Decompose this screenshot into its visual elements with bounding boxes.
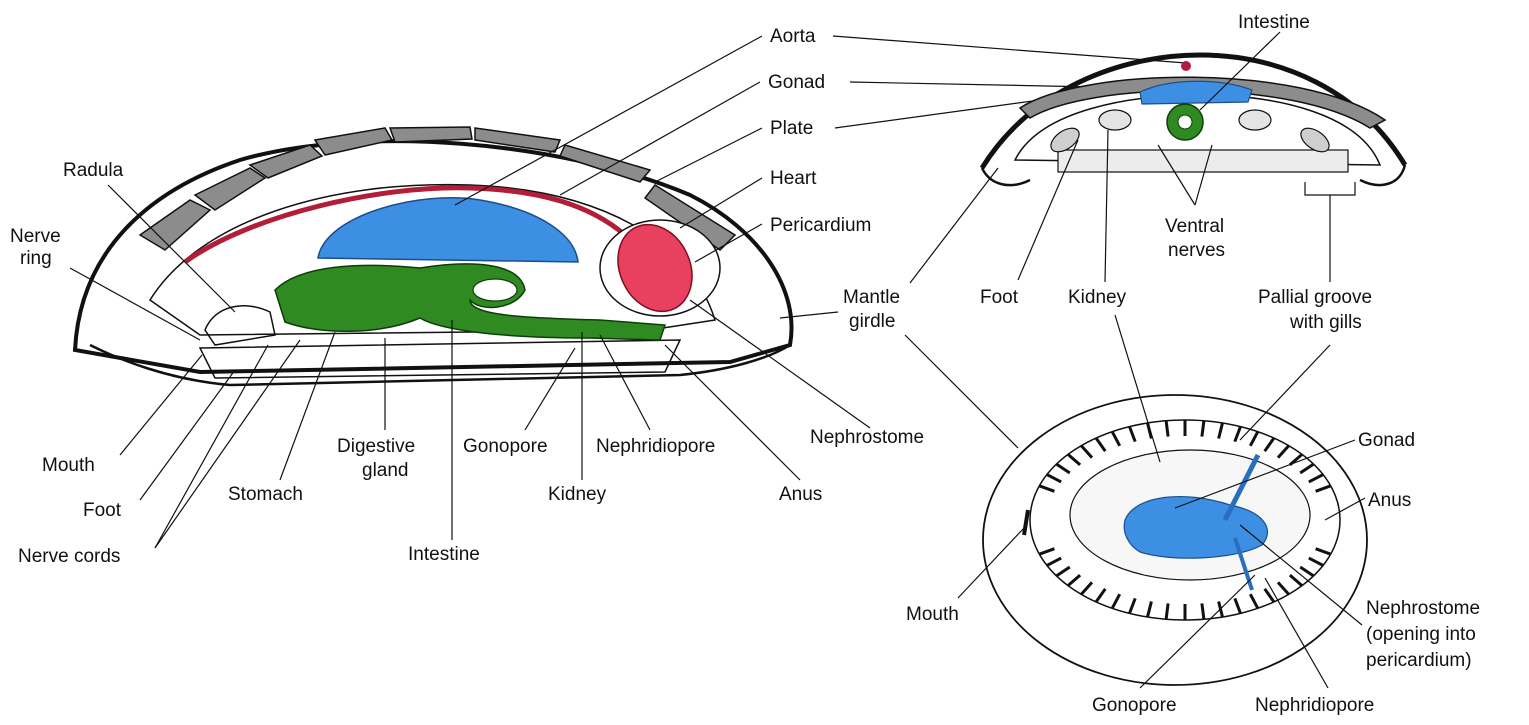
leader-mantle-girdle-cross [910, 168, 998, 283]
cross-section: Intestine Ventral nerves Foot Kidney Pal… [980, 12, 1405, 333]
gill [1166, 421, 1168, 437]
label-intestine-cross: Intestine [1238, 12, 1310, 33]
cross-foot [1058, 150, 1348, 172]
label-foot-cross: Foot [980, 287, 1019, 308]
label-kidney-side: Kidney [548, 484, 607, 505]
ventral-view: Gonad Anus Mouth Nephrostome (opening in… [906, 315, 1480, 716]
leader-plate [835, 100, 1040, 128]
label-mouth-ventral: Mouth [906, 604, 959, 625]
cross-girdle-right [1360, 165, 1405, 185]
label-gonad-ventral: Gonad [1358, 430, 1415, 451]
label-kidney-cross: Kidney [1068, 287, 1127, 308]
cross-intestine-lumen [1178, 115, 1192, 129]
label-mantle-girdle-1: Mantle [843, 287, 900, 308]
label-nephrostome-ventral-1: Nephrostome [1366, 598, 1480, 619]
label-intestine-side: Intestine [408, 544, 480, 565]
label-gonopore-ventral: Gonopore [1092, 695, 1177, 716]
label-nephridiopore-ventral: Nephridiopore [1255, 695, 1374, 716]
label-mouth-side: Mouth [42, 455, 95, 476]
label-ventral-nerves-1: Ventral [1165, 216, 1224, 237]
label-digestive-gland-2: gland [362, 460, 409, 481]
label-digestive-gland-1: Digestive [337, 436, 415, 457]
gill [1202, 603, 1204, 619]
side-radula [205, 306, 275, 345]
leader-mouth [120, 355, 202, 455]
pallial-groove-bracket [1305, 182, 1355, 205]
label-nephrostome-ventral-2: (opening into [1366, 624, 1476, 645]
side-gonad [318, 198, 578, 262]
plate-5 [390, 127, 472, 142]
cross-kidney-left [1099, 110, 1131, 130]
leader-nerve-ring [70, 268, 200, 340]
side-gut-loop [473, 279, 517, 301]
gill [1166, 603, 1168, 619]
leader-heart [680, 178, 762, 228]
leader-nephridiopore [600, 335, 650, 430]
leader-plate-side [655, 128, 762, 182]
label-gonopore-side: Gonopore [463, 436, 548, 457]
leader-gonopore [525, 348, 575, 430]
leader-stomach [280, 332, 335, 480]
mantle-girdle-callout: Mantle girdle [843, 168, 1018, 448]
label-ventral-nerves-2: nerves [1168, 240, 1225, 261]
label-anus-ventral: Anus [1368, 490, 1411, 511]
label-foot-side: Foot [83, 500, 122, 521]
label-pericardium: Pericardium [770, 215, 871, 236]
plate-4 [315, 128, 392, 155]
label-radula: Radula [63, 160, 124, 181]
leader-foot [140, 370, 235, 500]
label-nerve-cords: Nerve cords [18, 546, 120, 567]
label-plate: Plate [770, 118, 813, 139]
leader-aorta-side [455, 36, 762, 205]
leader-aorta [833, 36, 1186, 63]
label-nephridiopore-side: Nephridiopore [596, 436, 715, 457]
label-heart: Heart [770, 168, 817, 189]
gill [1202, 421, 1204, 437]
cross-girdle-left [982, 168, 1030, 185]
label-pallial-groove-2: with gills [1289, 312, 1362, 333]
cross-aorta [1181, 61, 1191, 71]
label-stomach: Stomach [228, 484, 303, 505]
label-gonad-top: Gonad [768, 72, 825, 93]
label-aorta: Aorta [770, 26, 816, 47]
label-mantle-girdle-2: girdle [849, 311, 895, 332]
label-nephrostome-ventral-3: pericardium) [1366, 650, 1472, 671]
plate-7 [560, 145, 650, 182]
label-nephrostome-side: Nephrostome [810, 427, 924, 448]
label-nerve-ring-2: ring [20, 248, 52, 269]
leader-gonad-side [560, 82, 760, 195]
cross-kidney-right [1239, 110, 1271, 130]
label-anus-side: Anus [779, 484, 822, 505]
label-nerve-ring-1: Nerve [10, 226, 61, 247]
label-pallial-groove-1: Pallial groove [1258, 287, 1372, 308]
